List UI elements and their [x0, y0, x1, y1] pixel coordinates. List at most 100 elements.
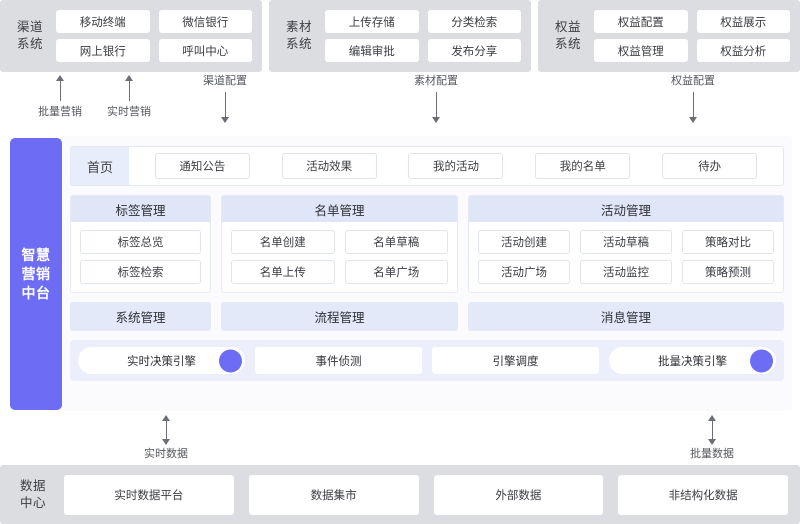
flow-batch-marketing: 批量营销: [38, 75, 82, 119]
card-items: 活动创建 活动草稿 策略对比 活动广场 活动监控 策略预测: [469, 222, 783, 292]
flow-batch-data: 批量数据: [690, 415, 734, 461]
title-line: 系统: [16, 37, 43, 51]
management-bars-row: 系统管理 流程管理 消息管理: [70, 302, 784, 331]
arrow-down-icon: [689, 92, 697, 123]
engine-label: 实时决策引擎: [127, 355, 196, 368]
platform-rail-label: 智慧 营销 中台: [20, 246, 52, 303]
card-item[interactable]: 标签总览: [80, 230, 201, 254]
tab-home[interactable]: 首页: [71, 147, 129, 185]
title-line: 中心: [19, 495, 46, 510]
system-group-items: 权益配置 权益展示 权益管理 权益分析: [594, 10, 790, 62]
flow-channel-config: 渠道配置: [203, 74, 247, 123]
system-item[interactable]: 分类检索: [427, 10, 521, 33]
bar-system-management[interactable]: 系统管理: [70, 302, 211, 331]
engine-row: 实时决策引擎 事件侦测 引擎调度 批量决策引擎: [70, 340, 784, 381]
tab-activity-effect[interactable]: 活动效果: [281, 153, 377, 179]
engine-dot-icon: [219, 349, 242, 372]
flow-label: 权益配置: [671, 75, 715, 87]
platform-nav: 首页 通知公告 活动效果 我的活动 我的名单 待办: [70, 146, 784, 186]
title-line: 权益: [554, 20, 581, 34]
card-item[interactable]: 策略预测: [682, 260, 774, 284]
card-tag-management: 标签管理 标签总览 标签检索: [70, 195, 211, 293]
flow-label: 素材配置: [414, 75, 458, 87]
data-center-item[interactable]: 外部数据: [433, 474, 604, 515]
card-item[interactable]: 活动广场: [478, 260, 570, 284]
card-item[interactable]: 名单草稿: [344, 230, 448, 254]
engine-label: 批量决策引擎: [658, 355, 727, 368]
system-group-channel: 渠道 系统 移动终端 微信银行 网上银行 呼叫中心: [0, 0, 262, 72]
card-items: 标签总览 标签检索: [71, 222, 210, 292]
title-line: 数据: [19, 478, 46, 493]
system-item[interactable]: 编辑审批: [325, 39, 419, 62]
system-group-rights: 权益 系统 权益配置 权益展示 权益管理 权益分析: [538, 0, 800, 72]
system-group-items: 移动终端 微信银行 网上银行 呼叫中心: [56, 10, 252, 62]
system-group-title: 素材 系统: [279, 19, 319, 53]
system-item[interactable]: 移动终端: [56, 10, 150, 33]
card-item[interactable]: 活动草稿: [580, 230, 672, 254]
tab-my-activity[interactable]: 我的活动: [408, 153, 504, 179]
card-item[interactable]: 活动监控: [580, 260, 672, 284]
platform-body: 首页 通知公告 活动效果 我的活动 我的名单 待办 标签管理 标签总览 标签检索…: [62, 136, 792, 411]
title-line: 素材: [285, 20, 312, 34]
title-line: 系统: [285, 37, 312, 51]
system-item[interactable]: 权益展示: [696, 10, 790, 33]
flow-label: 批量营销: [38, 106, 82, 118]
system-item[interactable]: 权益配置: [594, 10, 688, 33]
data-center-title: 数据 中心: [12, 478, 54, 512]
engine-scheduling[interactable]: 引擎调度: [432, 347, 599, 374]
system-group-items: 上传存储 分类检索 编辑审批 发布分享: [325, 10, 521, 62]
tab-notice[interactable]: 通知公告: [154, 153, 250, 179]
card-item[interactable]: 策略对比: [682, 230, 774, 254]
rail-line: 营销: [21, 265, 51, 282]
system-item[interactable]: 上传存储: [325, 10, 419, 33]
flow-label: 实时营销: [107, 106, 151, 118]
card-item[interactable]: 标签检索: [80, 260, 201, 284]
system-item[interactable]: 网上银行: [56, 39, 150, 62]
card-activity-management: 活动管理 活动创建 活动草稿 策略对比 活动广场 活动监控 策略预测: [468, 195, 784, 293]
data-center-item[interactable]: 非结构化数据: [618, 474, 788, 515]
card-item[interactable]: 名单创建: [231, 230, 335, 254]
card-title: 标签管理: [71, 196, 210, 222]
management-cards-row: 标签管理 标签总览 标签检索 名单管理 名单创建 名单草稿 名单上传 名单广场 …: [70, 195, 784, 293]
title-line: 渠道: [16, 20, 43, 34]
card-title: 名单管理: [222, 196, 457, 222]
data-center-item[interactable]: 实时数据平台: [64, 474, 234, 515]
engine-event-detection[interactable]: 事件侦测: [255, 347, 422, 374]
engine-realtime-decision[interactable]: 实时决策引擎: [78, 347, 245, 374]
card-item[interactable]: 名单上传: [231, 260, 335, 284]
bar-process-management[interactable]: 流程管理: [221, 302, 458, 331]
flow-realtime-data: 实时数据: [144, 415, 188, 461]
card-item[interactable]: 活动创建: [478, 230, 570, 254]
engine-dot-icon: [750, 349, 773, 372]
rail-line: 智慧: [21, 246, 51, 263]
nav-tab-list: 通知公告 活动效果 我的活动 我的名单 待办: [129, 153, 783, 179]
flow-label: 实时数据: [144, 448, 188, 460]
external-systems-row: 渠道 系统 移动终端 微信银行 网上银行 呼叫中心 素材 系统 上传存储 分类检…: [0, 0, 800, 72]
tab-my-list[interactable]: 我的名单: [535, 153, 631, 179]
system-item[interactable]: 发布分享: [427, 39, 521, 62]
arrow-up-icon: [56, 75, 64, 101]
tab-todo[interactable]: 待办: [662, 153, 758, 179]
flow-label: 渠道配置: [203, 75, 247, 87]
arrow-bidirectional-icon: [162, 415, 170, 445]
data-center-item[interactable]: 数据集市: [248, 474, 419, 515]
system-item[interactable]: 权益分析: [696, 39, 790, 62]
card-item[interactable]: 名单广场: [344, 260, 448, 284]
system-item[interactable]: 呼叫中心: [158, 39, 252, 62]
system-group-material: 素材 系统 上传存储 分类检索 编辑审批 发布分享: [269, 0, 531, 72]
engine-batch-decision[interactable]: 批量决策引擎: [609, 347, 776, 374]
card-title: 活动管理: [469, 196, 783, 222]
system-item[interactable]: 微信银行: [158, 10, 252, 33]
bar-message-management[interactable]: 消息管理: [468, 302, 784, 331]
system-group-title: 权益 系统: [548, 19, 588, 53]
upper-flow-arrows: 批量营销 实时营销 渠道配置 素材配置 权益配置: [0, 72, 800, 136]
rail-line: 中台: [21, 284, 51, 301]
arrow-down-icon: [432, 92, 440, 123]
system-item[interactable]: 权益管理: [594, 39, 688, 62]
marketing-platform: 智慧 营销 中台 首页 通知公告 活动效果 我的活动 我的名单 待办 标签管理 …: [0, 136, 800, 414]
arrow-bidirectional-icon: [708, 415, 716, 445]
data-center-items: 实时数据平台 数据集市 外部数据 非结构化数据: [64, 474, 788, 515]
flow-rights-config: 权益配置: [671, 74, 715, 123]
flow-label: 批量数据: [690, 448, 734, 460]
card-items: 名单创建 名单草稿 名单上传 名单广场: [222, 222, 457, 292]
